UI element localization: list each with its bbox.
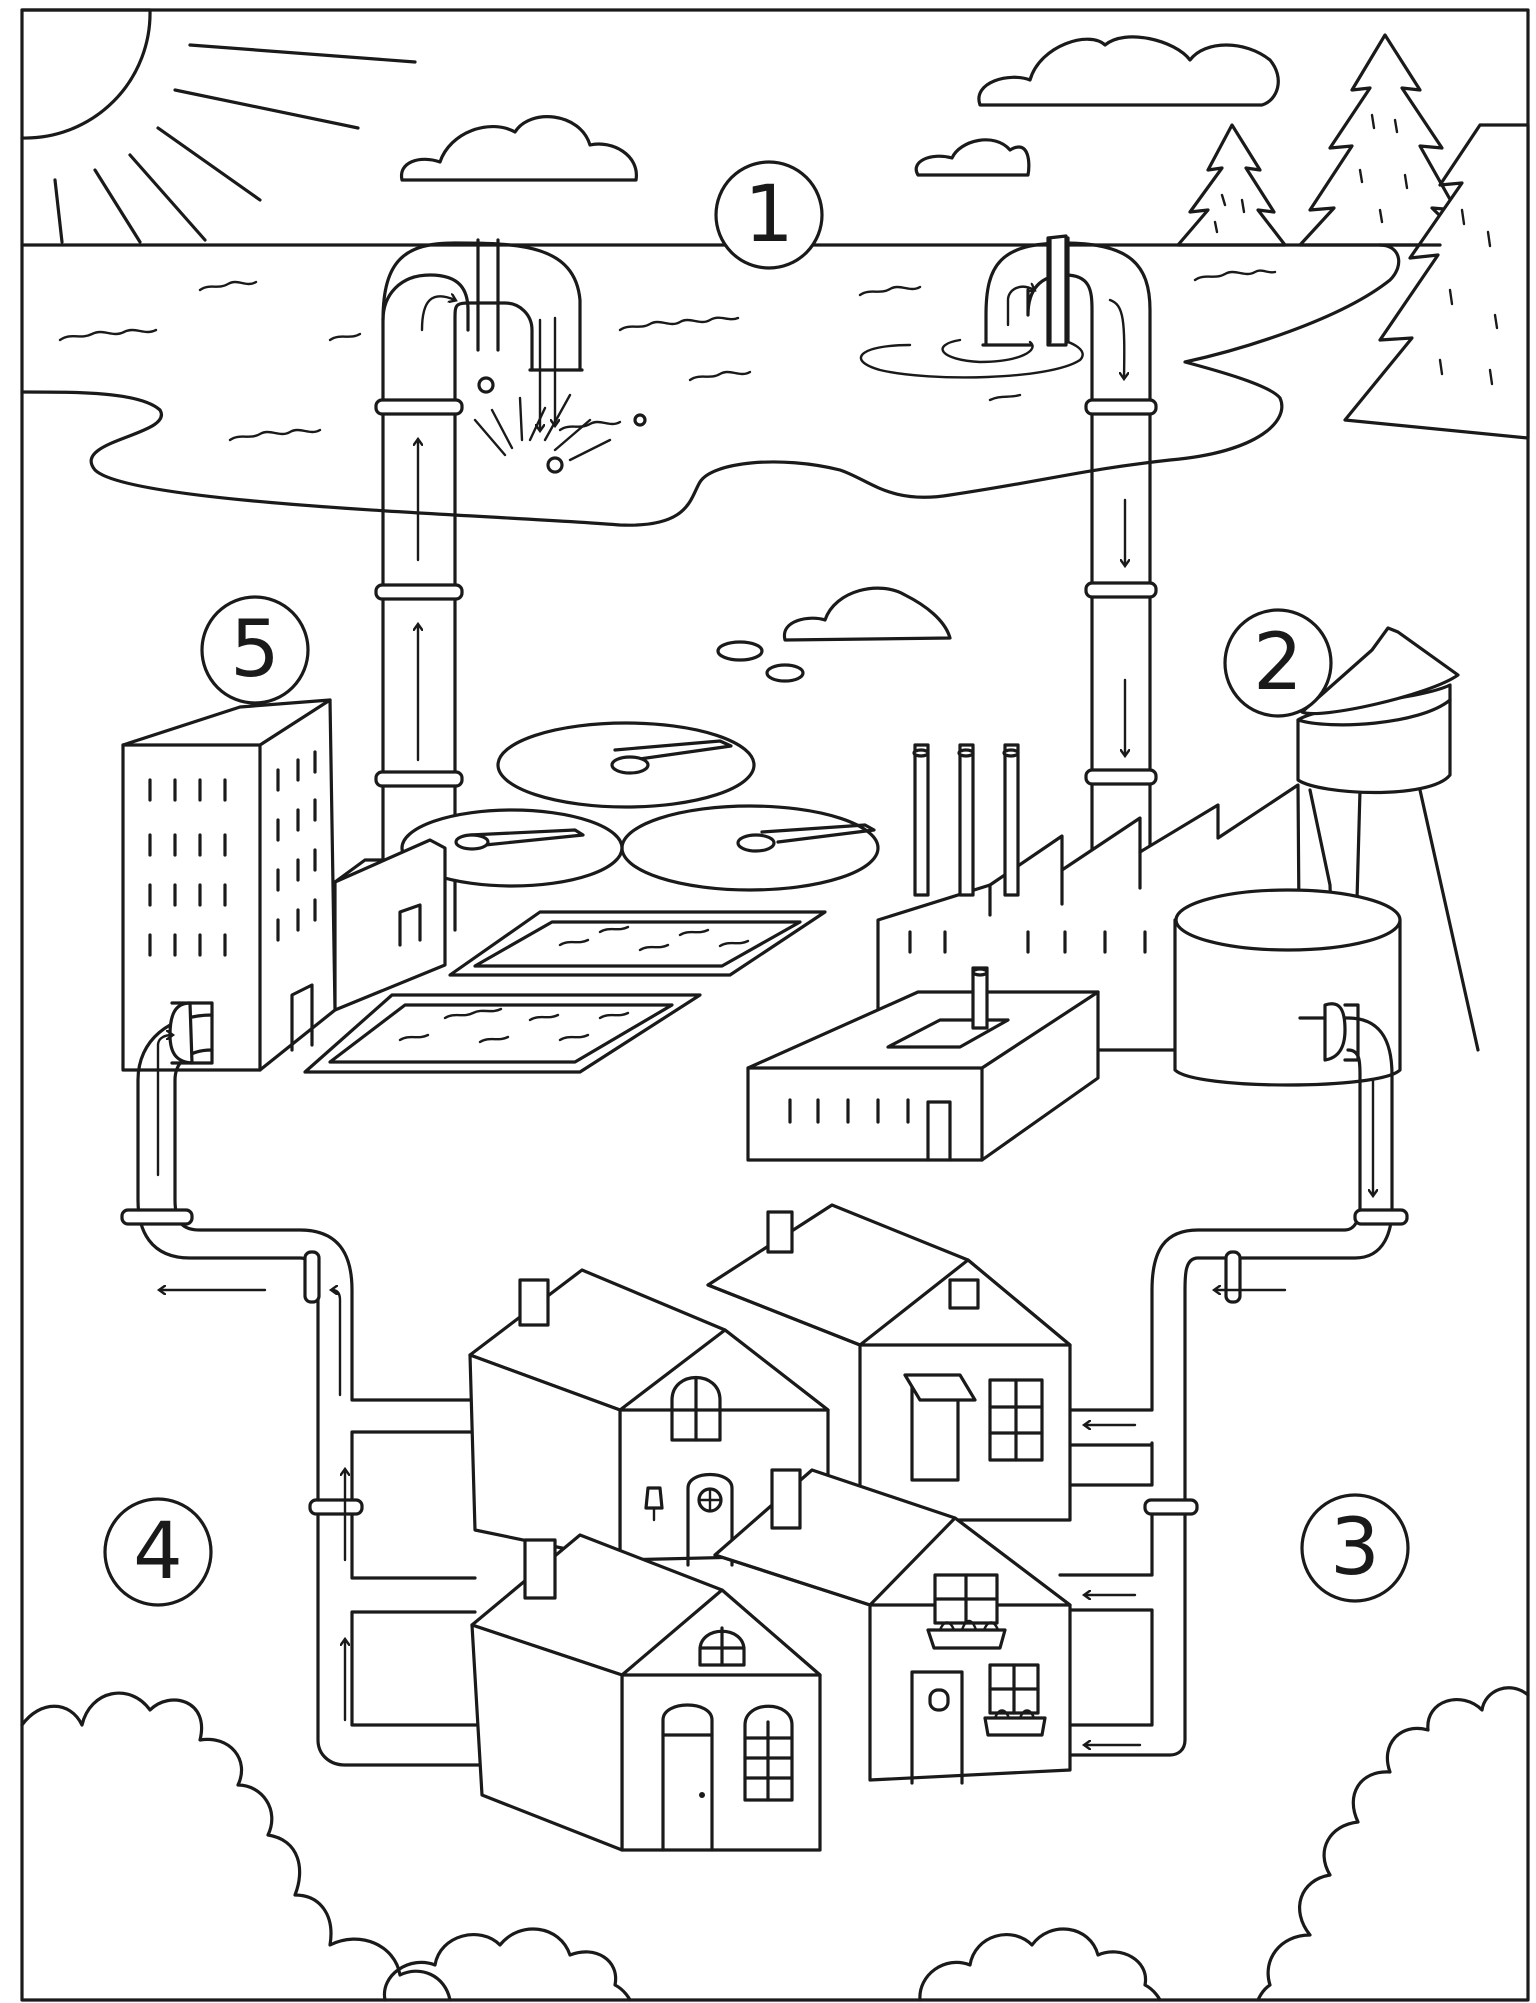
outfall-pipe	[376, 240, 645, 930]
cloud-icon	[402, 117, 637, 180]
step-badge-2: 2	[1225, 610, 1331, 716]
step-badge-1: 1	[716, 162, 822, 268]
sedimentation-tank	[622, 806, 878, 890]
svg-text:4: 4	[133, 1507, 183, 1597]
cloud-icon	[916, 140, 1029, 175]
house	[472, 1535, 820, 1850]
svg-text:1: 1	[744, 170, 794, 260]
bush	[384, 1929, 630, 2000]
house	[470, 1270, 828, 1565]
lake	[22, 245, 1399, 525]
svg-text:2: 2	[1253, 618, 1303, 708]
sedimentation-tank	[402, 810, 622, 886]
water-tower-icon	[1298, 628, 1478, 1050]
pine-tree-icon	[1345, 125, 1528, 438]
storage-tank	[1175, 890, 1400, 1085]
bush	[1258, 1688, 1528, 2000]
house	[708, 1205, 1070, 1520]
svg-text:5: 5	[230, 605, 280, 695]
aeration-basin	[305, 995, 700, 1072]
bush	[920, 1929, 1160, 2000]
step-badge-4: 4	[105, 1499, 211, 1605]
plant-building	[748, 968, 1098, 1160]
cloud-icon	[979, 37, 1278, 105]
aeration-basin	[450, 912, 825, 975]
sedimentation-tank	[498, 723, 754, 807]
drain-pipe	[122, 1003, 480, 1765]
svg-text:3: 3	[1330, 1503, 1380, 1593]
step-badge-5: 5	[202, 597, 308, 703]
sun-icon	[22, 10, 415, 242]
island	[718, 588, 950, 681]
bush	[22, 1693, 450, 2000]
supply-pipe	[1060, 1004, 1407, 1755]
house	[715, 1470, 1070, 1783]
office-building	[123, 700, 445, 1070]
pine-tree-icon	[1178, 125, 1285, 245]
page-frame	[22, 10, 1528, 2000]
step-badge-3: 3	[1302, 1495, 1408, 1601]
intake-pipe	[983, 236, 1156, 850]
